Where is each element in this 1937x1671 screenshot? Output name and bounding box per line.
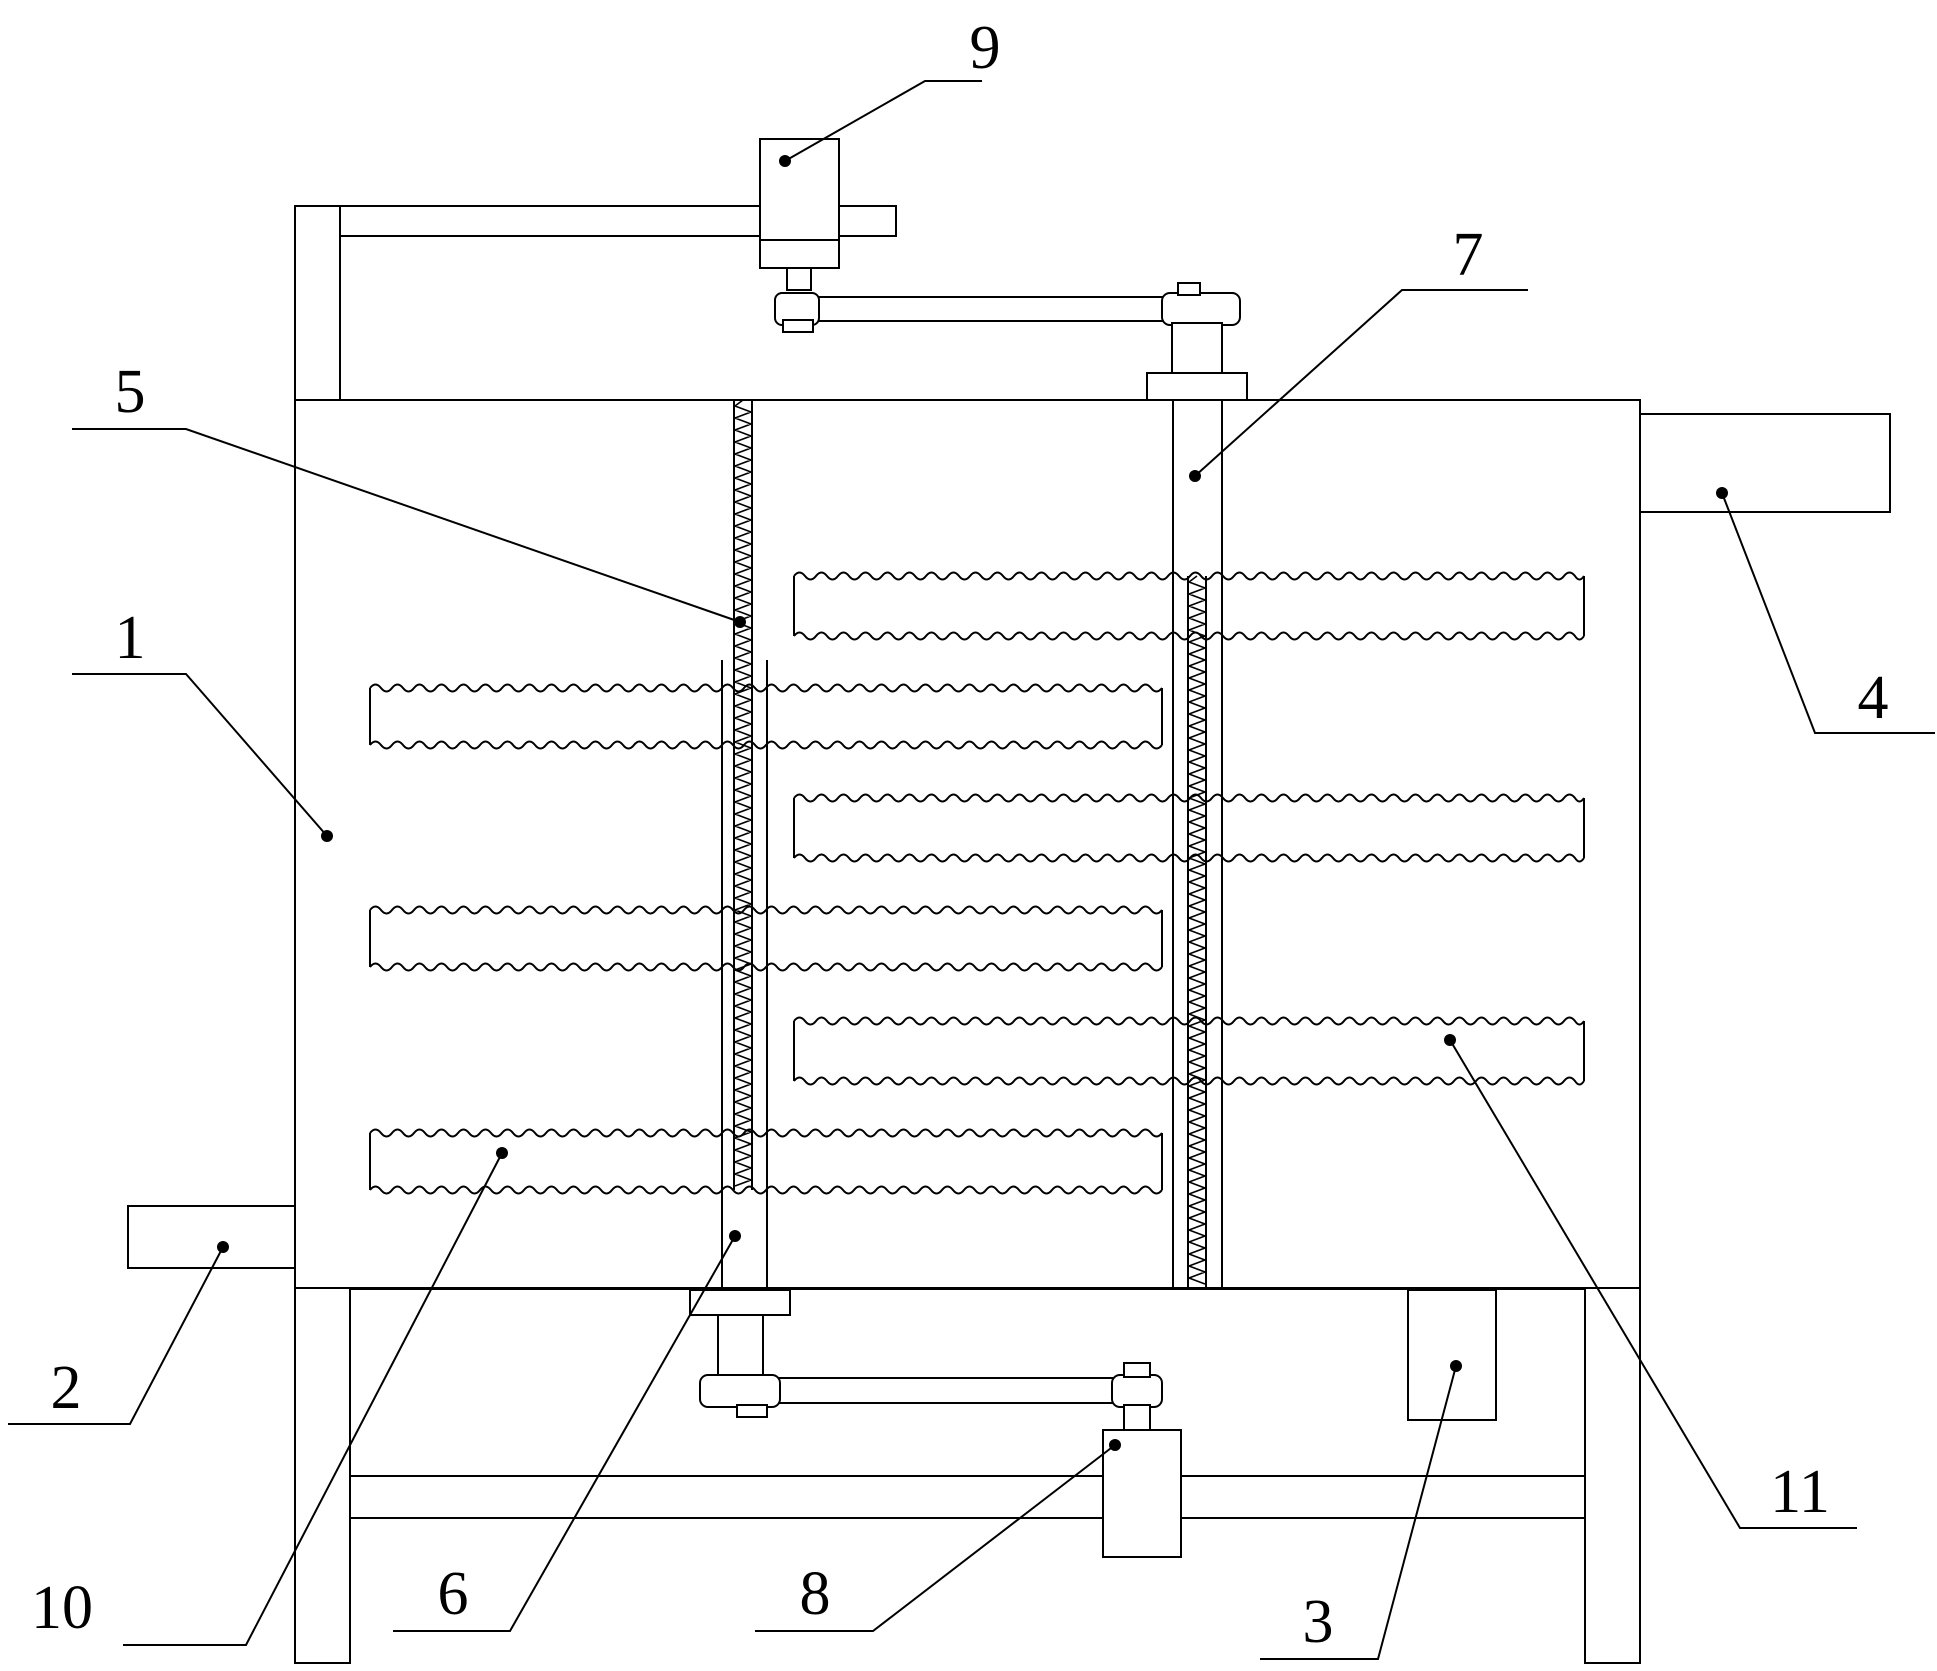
bottom-belt-drive: [689, 1289, 1163, 1431]
leader-lines: [8, 80, 1935, 1660]
label-4: 4: [1858, 664, 1889, 732]
paddle: [793, 571, 1585, 641]
paddle: [369, 683, 1163, 750]
label-10: 10: [31, 1574, 93, 1642]
left-paddles: [369, 683, 1163, 1195]
top-belt-drive: [774, 282, 1248, 401]
inlet-pipe: [127, 1205, 296, 1269]
right-rack: [1186, 575, 1208, 1288]
label-8: 8: [800, 1560, 831, 1628]
label-5: 5: [115, 358, 146, 426]
paddle: [793, 1016, 1585, 1086]
top-motor: [759, 138, 840, 291]
label-11: 11: [1770, 1458, 1830, 1526]
label-6: 6: [438, 1560, 469, 1628]
paddle: [369, 1128, 1163, 1195]
paddle: [369, 905, 1163, 972]
right-shaft: [1172, 400, 1223, 1288]
left-rack: [732, 399, 754, 1190]
collection-box: [1407, 1289, 1497, 1421]
rack-teeth: [732, 399, 754, 1187]
base-frame: [294, 1287, 1641, 1664]
outlet-pipe: [1639, 413, 1891, 513]
part-numbers: 9 7 5 1 4 2 11 10 6 8 3: [31, 14, 1889, 1656]
main-housing: [294, 399, 1641, 1289]
label-2: 2: [51, 1354, 82, 1422]
left-shaft: [721, 660, 768, 1288]
label-9: 9: [970, 14, 1001, 82]
label-7: 7: [1453, 221, 1484, 289]
label-1: 1: [115, 604, 146, 672]
label-3: 3: [1303, 1588, 1334, 1656]
